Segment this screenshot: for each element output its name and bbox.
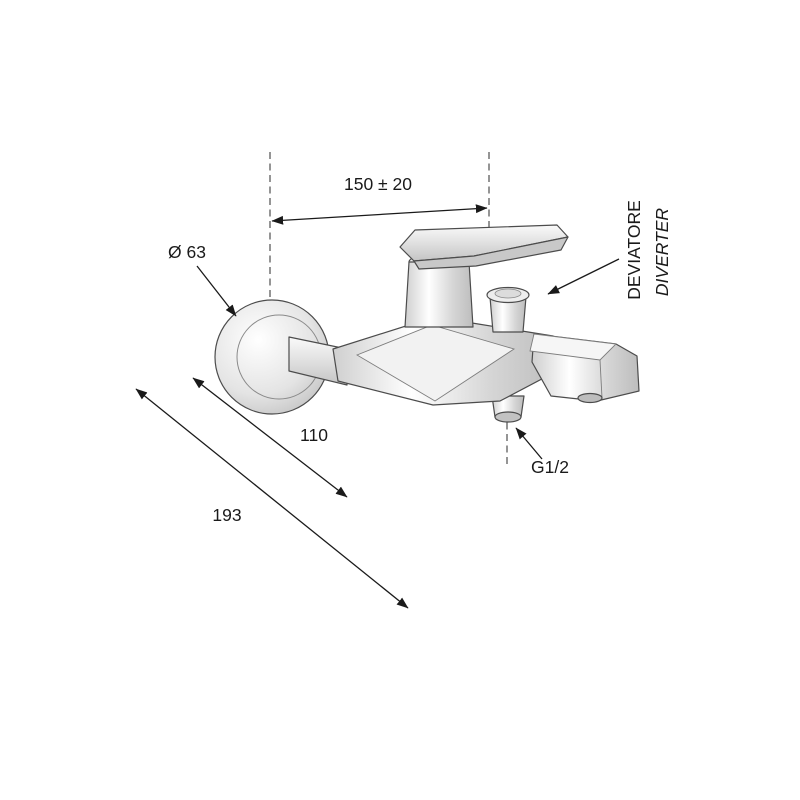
port-bottom-face	[494, 411, 522, 423]
callout-diverter: DEVIATORE DIVERTER	[547, 200, 672, 300]
diverter-dome	[494, 288, 522, 299]
dimension-line-193	[135, 388, 409, 609]
diverter-leader-arrow	[547, 258, 620, 295]
dimension-depth-193: 193	[135, 388, 409, 609]
dimension-flange-diameter: Ø 63	[168, 242, 237, 317]
thread-label: G1/2	[531, 457, 569, 477]
thread-leader-arrow	[515, 427, 543, 460]
callout-thread: G1/2	[515, 427, 569, 477]
flange-diameter-label: Ø 63	[168, 242, 206, 262]
cartridge-cylinder	[404, 261, 474, 328]
faucet-drawing	[214, 224, 640, 423]
diverter-label-italian: DEVIATORE	[624, 200, 644, 300]
body-diamond-facet	[355, 324, 516, 402]
diverter-knob	[486, 286, 530, 333]
spout	[529, 333, 640, 404]
lever-handle	[399, 224, 569, 270]
diameter-leader-arrow	[196, 265, 237, 317]
spout-edge-line	[599, 359, 603, 399]
diverter-label-english: DIVERTER	[652, 208, 672, 297]
dim-150-label: 150 ± 20	[344, 174, 412, 194]
dimension-top-width: 150 ± 20	[271, 174, 488, 225]
dimension-line-150	[271, 204, 488, 225]
handle-front-face	[413, 236, 569, 270]
dim-110-label: 110	[300, 425, 328, 445]
spout-aerator	[577, 392, 603, 404]
dim-193-label: 193	[212, 505, 241, 525]
